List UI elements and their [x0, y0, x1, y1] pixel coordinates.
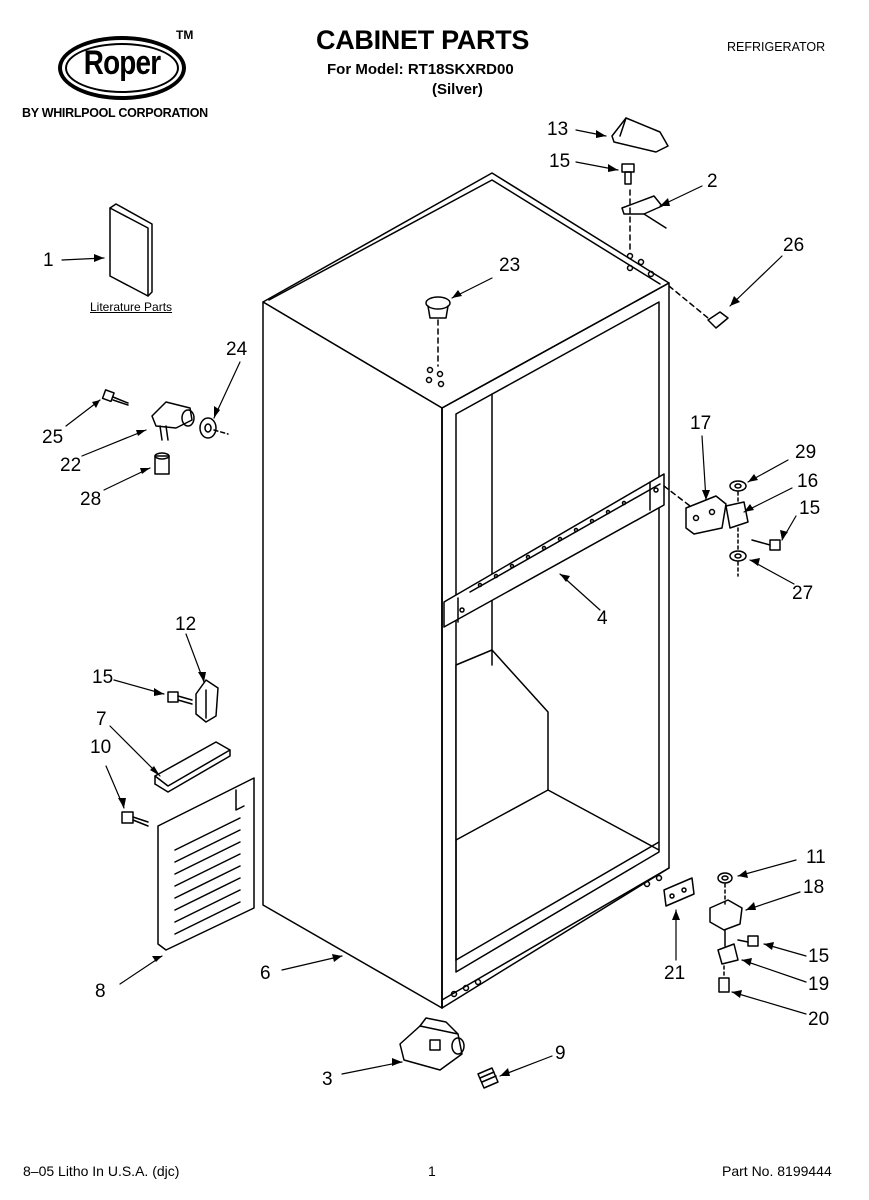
part-19 — [717, 929, 739, 965]
print-info: 8–05 Litho In U.S.A. (djc) — [23, 1163, 180, 1179]
callout-15: 15 — [92, 667, 114, 688]
page-title: CABINET PARTS — [316, 25, 530, 55]
callout-2: 2 — [707, 171, 718, 192]
callout-25: 25 — [42, 427, 64, 448]
callout-1: 1 — [43, 250, 54, 271]
callout-12: 12 — [175, 614, 197, 635]
callout-17: 17 — [690, 413, 712, 434]
model-variant: (Silver) — [432, 81, 483, 98]
spacer-part-21 — [663, 877, 695, 907]
literature-parts-label: Literature Parts — [90, 300, 173, 314]
center-rail-part-4 — [443, 473, 665, 628]
callout-26: 26 — [783, 235, 805, 256]
washer-part-11 — [717, 872, 733, 884]
callout-6: 6 — [260, 963, 271, 984]
screw-part-9 — [477, 1067, 499, 1089]
center-hinge-assembly — [663, 480, 781, 577]
callout-22: 22 — [60, 455, 82, 476]
hinge-cover-part-13 — [611, 117, 669, 153]
callout-9: 9 — [555, 1043, 566, 1064]
plug-part-23 — [425, 296, 451, 367]
callout-13: 13 — [547, 119, 569, 140]
grille-part-8 — [157, 777, 255, 951]
model-line: For Model: RT18SKXRD00 — [327, 61, 514, 78]
callout-7: 7 — [96, 709, 107, 730]
leveler-part-3 — [399, 1017, 465, 1071]
callout-24: 24 — [226, 339, 248, 360]
screw-part-15-top — [621, 163, 635, 185]
callout-18: 18 — [803, 877, 825, 898]
callout-4: 4 — [597, 608, 608, 629]
callout-11: 11 — [806, 847, 826, 868]
trademark-mark: TM — [176, 28, 194, 42]
callout-10: 10 — [90, 737, 112, 758]
roper-logo-inner-ring — [65, 43, 179, 93]
callout-29: 29 — [795, 442, 817, 463]
callout-16: 16 — [797, 471, 819, 492]
callout-20: 20 — [808, 1009, 830, 1030]
bottom-hinge-part-18 — [709, 883, 743, 931]
part-number: Part No. 8199444 — [722, 1163, 832, 1179]
appliance-category: REFRIGERATOR — [727, 40, 826, 54]
callout-15: 15 — [549, 151, 571, 172]
top-hinge-part-2 — [621, 189, 667, 251]
callout-23: 23 — [499, 255, 521, 276]
brand-name: Roper — [83, 44, 161, 82]
page-number: 1 — [428, 1163, 436, 1179]
bracket-part-12 — [195, 679, 219, 723]
callout-arrowheads — [92, 130, 788, 1076]
callout-27: 27 — [792, 583, 814, 604]
strip-part-7 — [154, 741, 231, 793]
callout-3: 3 — [322, 1069, 333, 1090]
screw-part-20 — [718, 965, 730, 993]
callout-8: 8 — [95, 981, 106, 1002]
screw-part-15-bottom — [737, 935, 759, 947]
handle-assembly — [101, 389, 229, 475]
part-26 — [668, 285, 729, 329]
literature-part-1 — [109, 203, 153, 297]
callout-15: 15 — [808, 946, 830, 967]
screw-part-10 — [121, 811, 149, 827]
callout-28: 28 — [80, 489, 102, 510]
byline: BY WHIRLPOOL CORPORATION — [22, 106, 208, 120]
callout-21: 21 — [664, 963, 686, 984]
callout-15: 15 — [799, 498, 821, 519]
callout-19: 19 — [808, 974, 830, 995]
screw-part-15-left — [167, 691, 193, 705]
roper-logo — [58, 36, 186, 100]
cabinet-body — [262, 172, 670, 1009]
